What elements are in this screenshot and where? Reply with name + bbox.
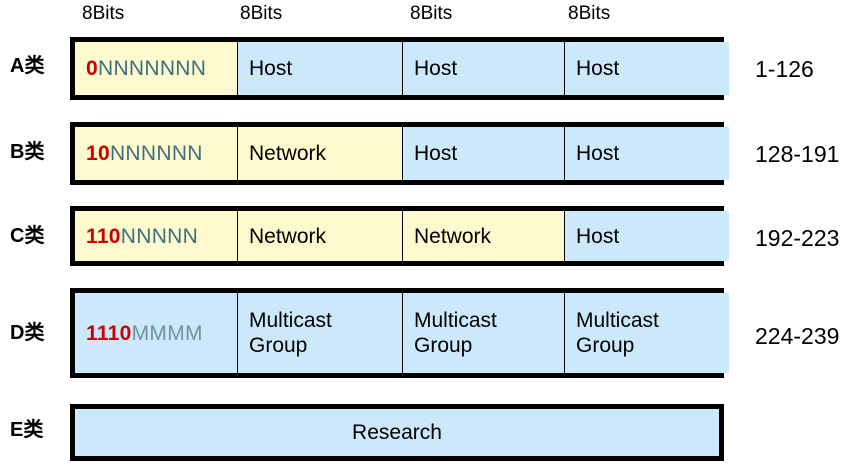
class-d-cell-2: Multicast Group: [238, 293, 403, 373]
column-header-bits-4: 8Bits: [568, 3, 611, 24]
class-d-cell-3: Multicast Group: [403, 293, 565, 373]
class-c-cell-2: Network: [238, 211, 403, 261]
class-c-cell-3: Network: [403, 211, 565, 261]
class-b-cell-4: Host: [565, 127, 729, 180]
class-label-e: E类: [10, 419, 44, 441]
class-b-cell-2: Network: [238, 127, 403, 180]
class-e-cell-research: Research: [75, 409, 719, 456]
class-b-cell-3: Host: [403, 127, 565, 180]
class-label-d: D类: [10, 322, 45, 344]
column-header-bits-3: 8Bits: [410, 3, 453, 24]
class-c-prefix-bits: 110: [86, 224, 121, 248]
class-b-network-bits: NNNNNN: [109, 142, 203, 165]
class-a-prefix-bits: 0: [86, 57, 98, 80]
class-label-b: B类: [10, 141, 45, 163]
class-c-network-bits: NNNNN: [120, 224, 199, 248]
class-a-cell-2: Host: [238, 42, 403, 95]
class-label-c: C类: [10, 225, 45, 247]
column-header-bits-1: 8Bits: [82, 3, 125, 24]
class-a-cell-3: Host: [403, 42, 565, 95]
class-b-prefix-bits: 10: [86, 142, 110, 165]
class-d-prefix-bits: 1110: [86, 321, 132, 345]
class-a-network-bits: NNNNNNN: [97, 57, 207, 80]
column-header-bits-2: 8Bits: [240, 3, 283, 24]
class-a-cell-4: Host: [565, 42, 729, 95]
class-d-multicast-bits: MMMM: [131, 321, 203, 345]
class-a-range: 1-126: [755, 56, 814, 82]
class-d-range: 224-239: [755, 323, 840, 349]
class-label-a: A类: [10, 55, 45, 77]
column-header-strip: 8Bits 8Bits 8Bits 8Bits: [0, 0, 864, 32]
class-b-range: 128-191: [755, 141, 840, 167]
class-d-cell-4: Multicast Group: [565, 293, 729, 373]
class-c-cell-4: Host: [565, 211, 729, 261]
class-e-band: Research: [70, 404, 724, 461]
class-c-range: 192-223: [755, 225, 840, 251]
